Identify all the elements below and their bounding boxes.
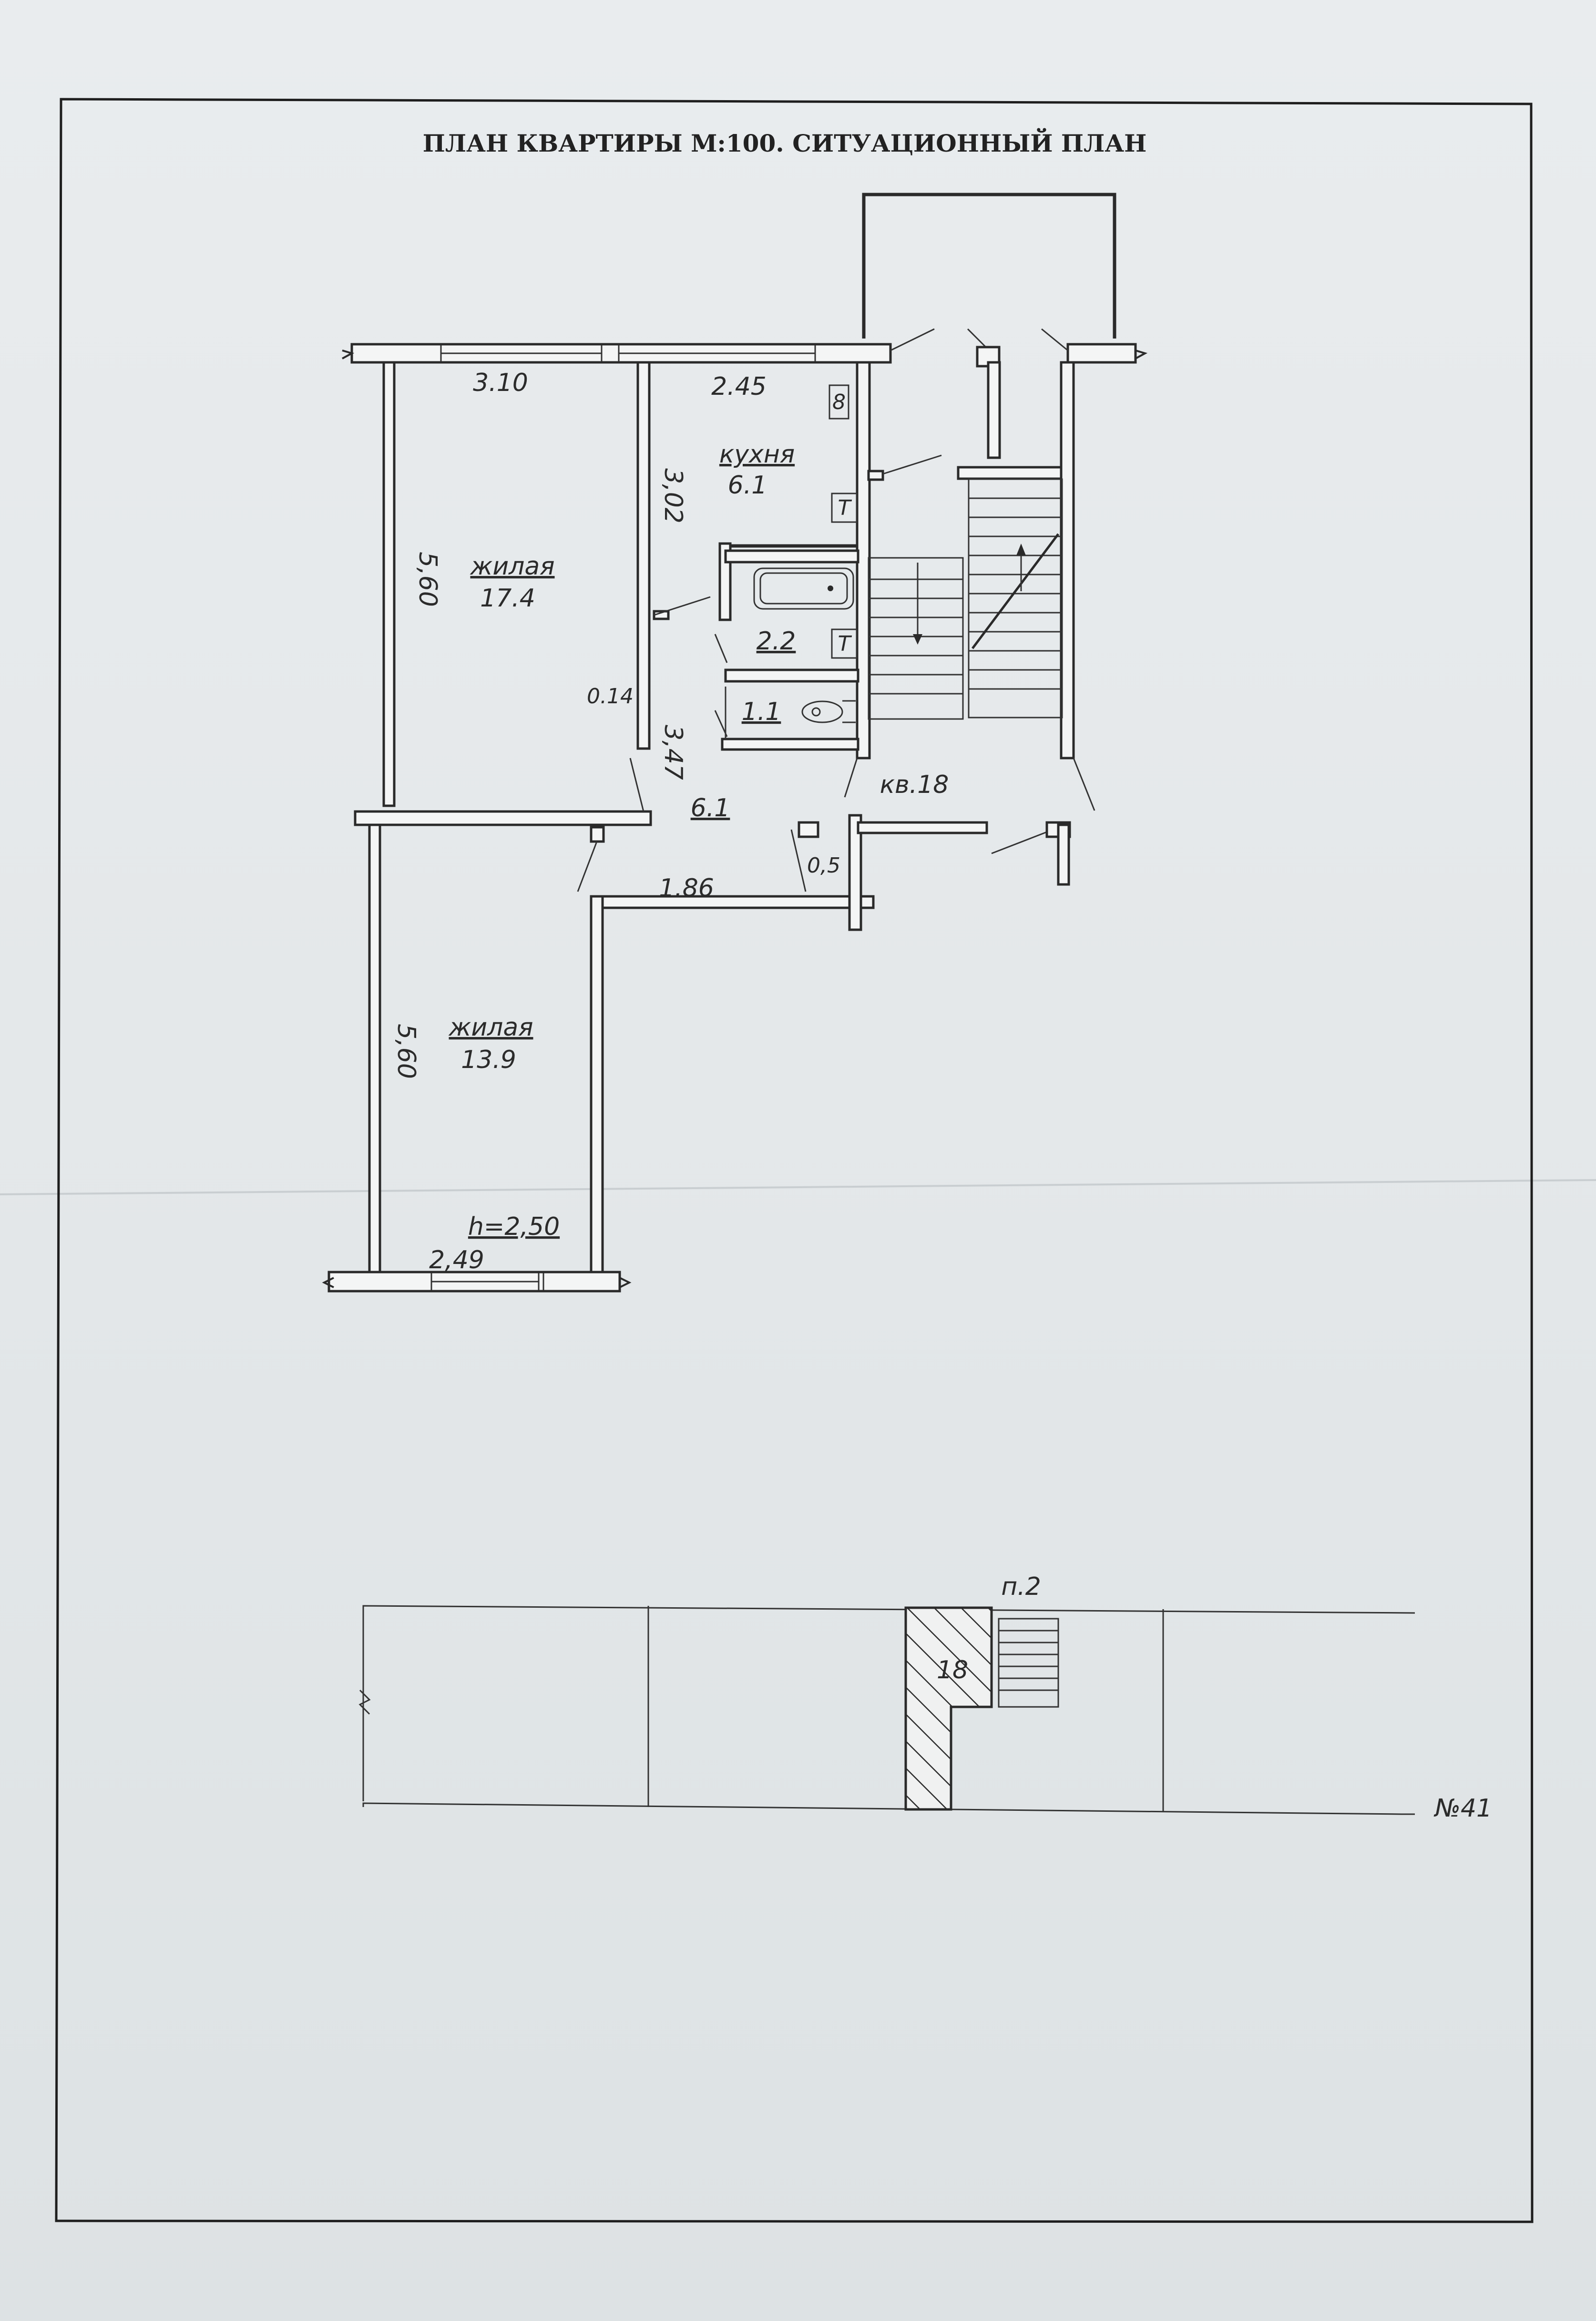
dim-left-upper: 5,60 [413,552,442,607]
dim-corridor: 3,47 [659,725,687,780]
dim-top-left: 3.10 [473,369,528,397]
hall-bottom-wall [600,895,875,909]
kitchen-partition [636,361,651,750]
entrance-label: п.2 [1001,1572,1041,1601]
dim-left-lower: 5,60 [392,1024,420,1079]
situation-apartment-number: 18 [937,1656,968,1684]
living2-right-wall [590,895,604,1284]
bathroom-block [714,542,859,751]
dim-mid-wall: 3,02 [659,468,687,524]
ceiling-height: h=2,50 [468,1212,560,1241]
riser-bottom-icon [831,628,858,659]
situation-stair-icon [998,1618,1059,1708]
dim-hall: 1.86 [659,874,714,903]
apartment-plan: 8 Т Т [322,193,1148,1293]
dim-bottom: 2,49 [429,1246,484,1274]
left-exterior-wall-upper [382,361,396,807]
kitchen-name: кухня [719,440,795,469]
staircase-left [868,557,964,720]
riser-bottom-label: Т [838,632,852,656]
staircase-right [968,478,1063,719]
dimension-labels: 3.10 2.45 5,60 3,02 0.14 3,47 1.86 5,60 … [392,369,767,1274]
page-title: ПЛАН КВАРТИРЫ М:100. СИТУАЦИОННЫЙ ПЛАН [423,127,1147,157]
closet-area: 0,5 [807,853,840,878]
bath-area: 2.2 [757,627,796,656]
living1-name: жилая [470,552,554,581]
living1-area: 17.4 [480,584,535,613]
top-exterior-wall-right [1066,343,1137,364]
riser-top-icon [831,493,858,523]
loggia-outline [862,193,1116,339]
kitchen-area: 6.1 [728,471,767,500]
paper-fold [0,1179,1596,1195]
dim-top-mid: 2.45 [711,372,767,401]
wc-area: 1.1 [742,698,781,726]
toilet-icon [801,700,843,723]
apartment-18-hatched [904,1606,993,1811]
stove-symbol: 8 [832,390,846,414]
situation-plan: п.2 18 №41 [358,1572,1492,1823]
apartment-label: кв.18 [880,770,949,799]
riser-top-label: Т [838,496,852,520]
bathtub-icon [753,567,854,610]
room-labels: кухня 6.1 жилая 17.4 2.2 1.1 6.1 0,5 кв.… [448,440,949,1241]
hall-area: 6.1 [691,794,730,822]
stove-icon [829,384,849,420]
building-number: №41 [1433,1794,1492,1823]
living2-name: жилая [448,1013,533,1042]
left-exterior-wall-lower [368,823,381,1284]
drawing-frame [55,98,1534,2223]
dim-partition: 0.14 [587,684,634,709]
living2-area: 13.9 [461,1046,516,1074]
living1-bottom-wall [354,810,652,826]
